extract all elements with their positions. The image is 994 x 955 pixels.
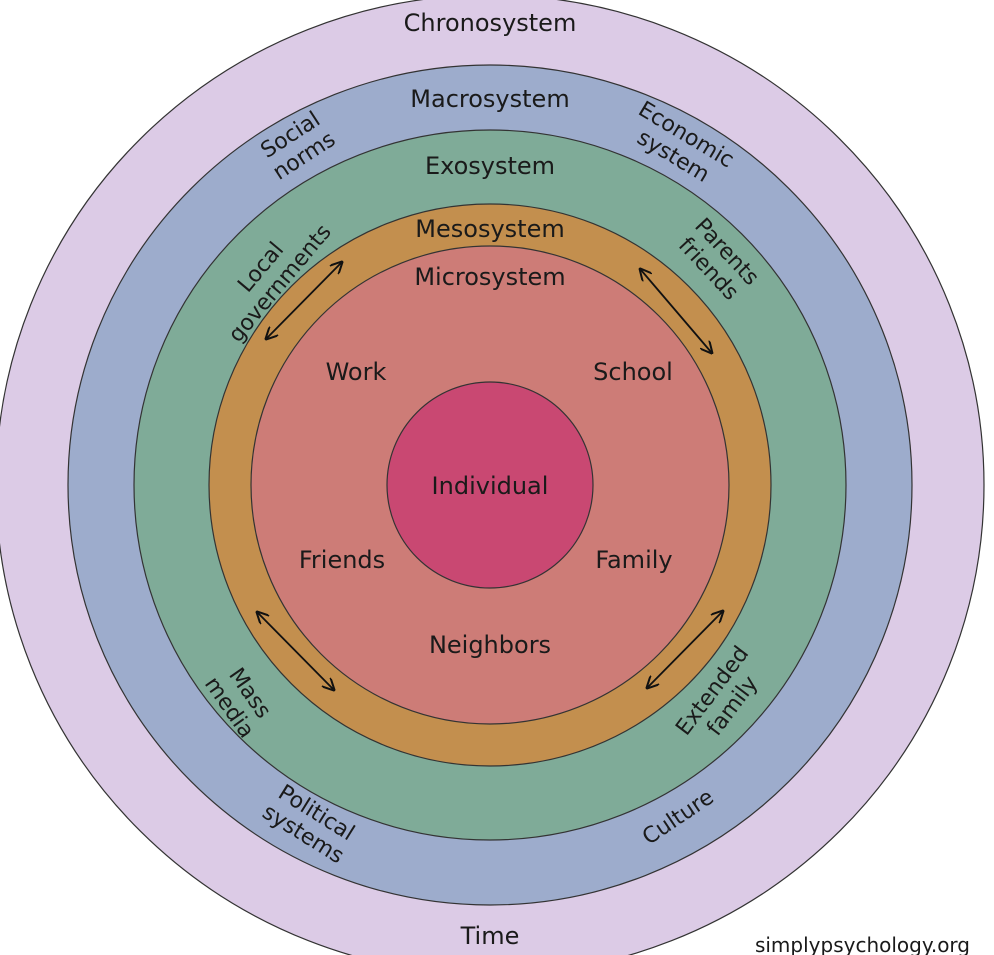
arrow-upper-right xyxy=(641,270,711,352)
arrow-lower-left xyxy=(258,613,333,689)
family-label: Family xyxy=(595,546,672,574)
individual-label: Individual xyxy=(432,472,549,500)
microsystem-label: Microsystem xyxy=(414,263,565,291)
exosystem-label: Exosystem xyxy=(425,152,555,180)
macrosystem-label: Macrosystem xyxy=(410,85,569,113)
arrow-lower-right xyxy=(648,612,722,687)
work-label: Work xyxy=(326,358,387,386)
neighbors-label: Neighbors xyxy=(429,631,551,659)
chronosystem-label: Chronosystem xyxy=(404,9,577,37)
mesosystem-label: Mesosystem xyxy=(415,215,564,243)
source-watermark: simplypsychology.org xyxy=(755,933,970,955)
arrow-upper-left xyxy=(267,263,341,338)
time-label: Time xyxy=(460,922,520,950)
friends-label: Friends xyxy=(299,546,385,574)
individual-circle xyxy=(386,381,594,589)
school-label: School xyxy=(593,358,673,386)
